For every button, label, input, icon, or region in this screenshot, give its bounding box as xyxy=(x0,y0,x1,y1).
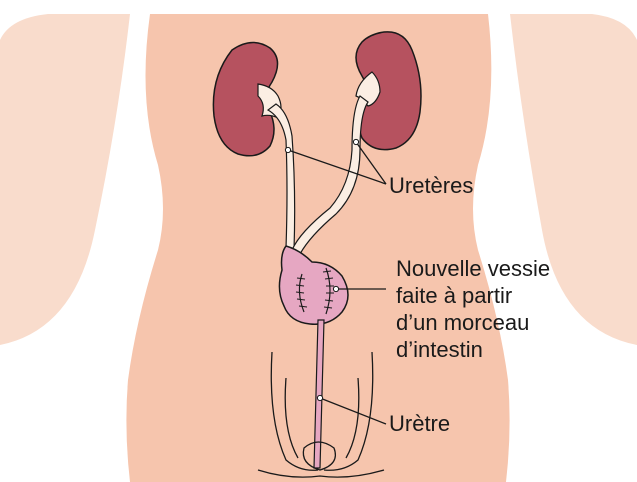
urethra-label: Urètre xyxy=(389,410,450,437)
neobladder-label-line-2: faite à partir xyxy=(396,282,550,309)
ureteres-label: Uretères xyxy=(389,172,473,199)
neobladder-label-line-3: d’un morceau xyxy=(396,309,550,336)
neobladder-label-line-4: d’intestin xyxy=(396,336,550,363)
neobladder-label: Nouvelle vessie faite à partir d’un morc… xyxy=(396,255,550,363)
neobladder-label-line-1: Nouvelle vessie xyxy=(396,255,550,282)
